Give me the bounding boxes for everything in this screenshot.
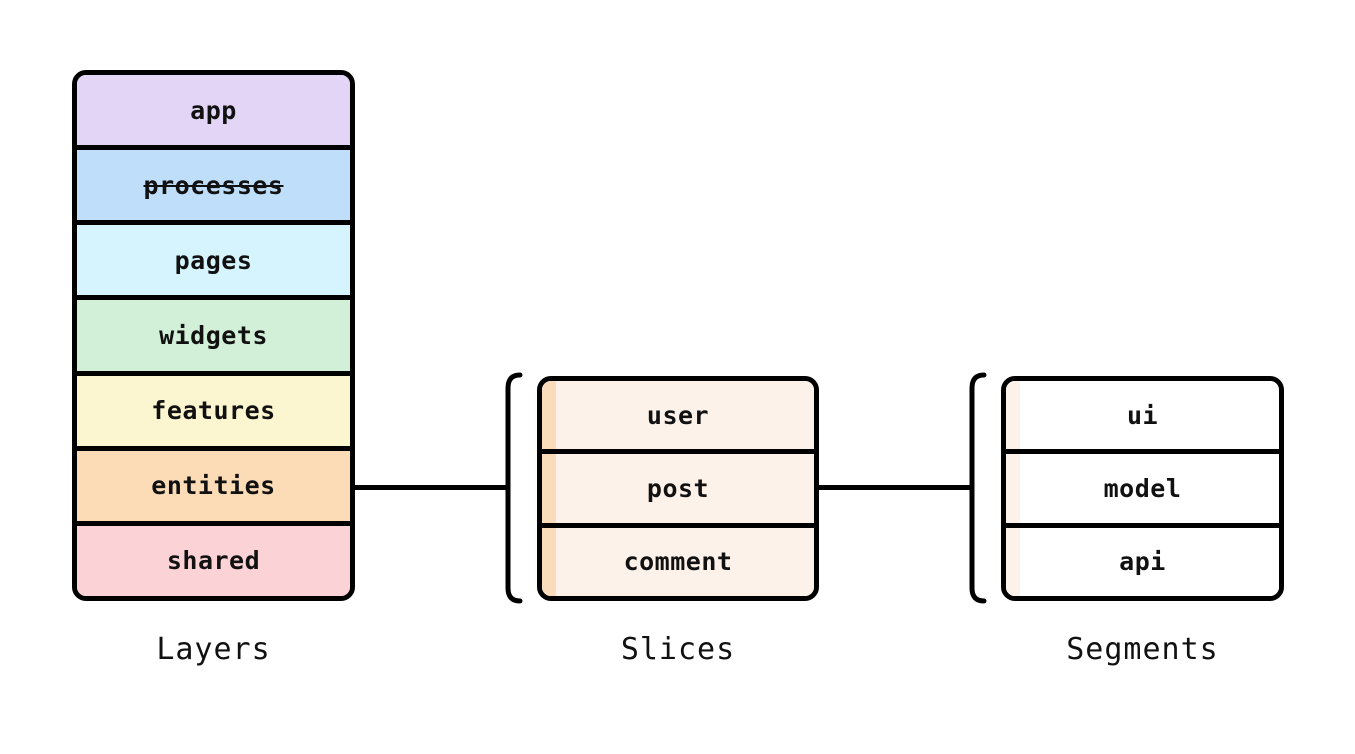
segment-accent-stripe [1006,527,1020,596]
caption-layers: Layers [156,632,271,667]
segment-accent-stripe [1006,454,1020,523]
caption-segments: Segments [1066,632,1219,667]
layer-label-processes: processes [143,170,284,200]
layer-row-features[interactable]: features [77,375,350,451]
slice-label-post: post [646,473,710,503]
slice-accent-stripe [542,454,556,523]
layer-row-widgets[interactable]: widgets [77,300,350,376]
slice-label-comment: comment [623,547,733,577]
segment-label-api: api [1119,547,1166,577]
slice-row-post[interactable]: post [542,454,814,528]
slice-accent-stripe [542,381,556,450]
layer-label-app: app [190,95,237,125]
slice-label-user: user [646,400,710,430]
segment-label-model: model [1103,473,1182,503]
segment-row-model[interactable]: model [1006,454,1279,528]
connector-layers-to-slices [354,485,509,490]
segments-stack: ui model api [1001,376,1284,601]
layer-label-pages: pages [174,245,253,275]
slices-stack: user post comment [537,376,819,601]
slices-bracket-icon [494,372,524,604]
slice-accent-stripe [542,527,556,596]
segment-accent-stripe [1006,381,1020,450]
segment-label-ui: ui [1126,400,1159,430]
connector-slices-to-segments [818,485,973,490]
layer-row-entities[interactable]: entities [77,450,350,526]
slice-row-user[interactable]: user [542,381,814,455]
layers-stack: app processes pages widgets features ent… [72,70,355,601]
layer-label-entities: entities [151,471,276,501]
slice-row-comment[interactable]: comment [542,527,814,596]
layer-row-processes[interactable]: processes [77,150,350,226]
layer-row-pages[interactable]: pages [77,225,350,301]
layer-label-shared: shared [166,546,261,576]
layer-label-widgets: widgets [159,320,268,350]
segment-row-api[interactable]: api [1006,527,1279,596]
caption-slices: Slices [620,632,736,667]
segment-row-ui[interactable]: ui [1006,381,1279,455]
layer-row-app[interactable]: app [77,75,350,151]
layer-label-features: features [151,396,276,426]
layer-row-shared[interactable]: shared [77,525,350,596]
segments-bracket-icon [958,372,988,604]
